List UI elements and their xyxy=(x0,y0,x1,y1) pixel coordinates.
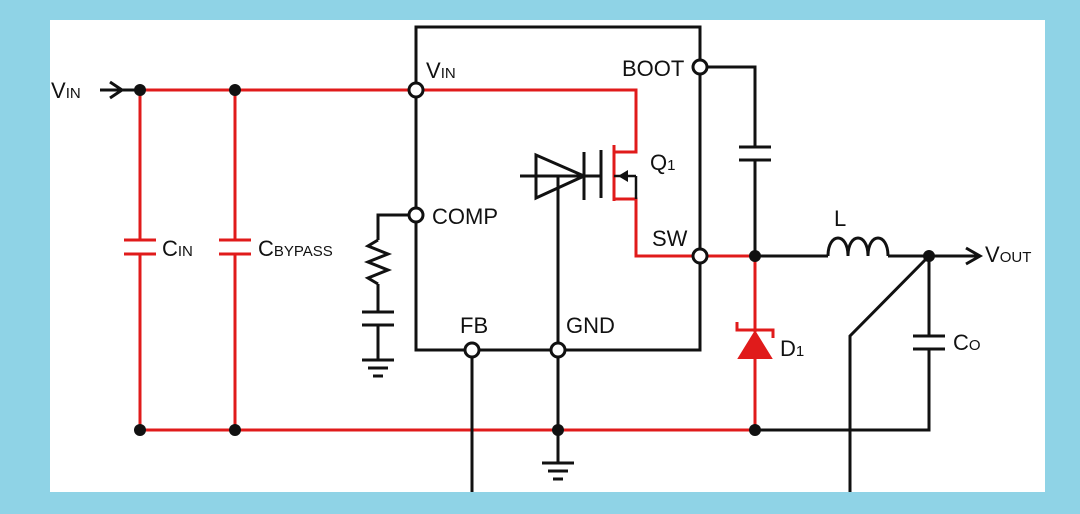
ic-pins xyxy=(407,58,709,359)
boot-capacitor xyxy=(707,65,771,256)
output-capacitor xyxy=(755,256,945,432)
label-d1: D1 xyxy=(780,336,804,361)
cbypass-branch xyxy=(219,90,251,430)
label-inductor: L xyxy=(834,206,846,231)
q1-mosfet xyxy=(599,115,693,258)
pin-comp xyxy=(407,206,425,224)
label-boot: BOOT xyxy=(622,56,684,81)
label-vin-pin: VIN xyxy=(426,58,456,83)
label-cbypass: CBYPASS xyxy=(258,236,333,261)
inductor-l xyxy=(755,236,984,266)
d1-diode xyxy=(735,322,775,359)
feedback-trace xyxy=(848,254,931,492)
label-sw: SW xyxy=(652,226,688,251)
gnd-line xyxy=(542,357,574,481)
comp-network xyxy=(362,213,409,378)
label-q1: Q1 xyxy=(650,150,675,175)
junction-dots xyxy=(134,84,935,436)
pin-sw xyxy=(691,247,709,265)
pin-boot xyxy=(691,58,709,76)
sw-node-red xyxy=(707,254,757,430)
label-fb: FB xyxy=(460,313,488,338)
label-vout: VOUT xyxy=(985,242,1031,267)
label-co: CO xyxy=(953,330,981,355)
label-comp: COMP xyxy=(432,204,498,229)
pin-vin xyxy=(407,81,425,99)
pin-fb xyxy=(463,341,481,359)
vin-input-arrow xyxy=(100,80,140,100)
label-cin: CIN xyxy=(162,236,193,261)
diagram-board xyxy=(50,20,1045,492)
label-vin-external: VIN xyxy=(51,78,81,103)
cin-branch xyxy=(124,90,156,430)
input-power-rail xyxy=(140,88,638,115)
pin-gnd xyxy=(549,341,567,359)
label-gnd: GND xyxy=(566,313,615,338)
gate-driver xyxy=(520,152,601,343)
